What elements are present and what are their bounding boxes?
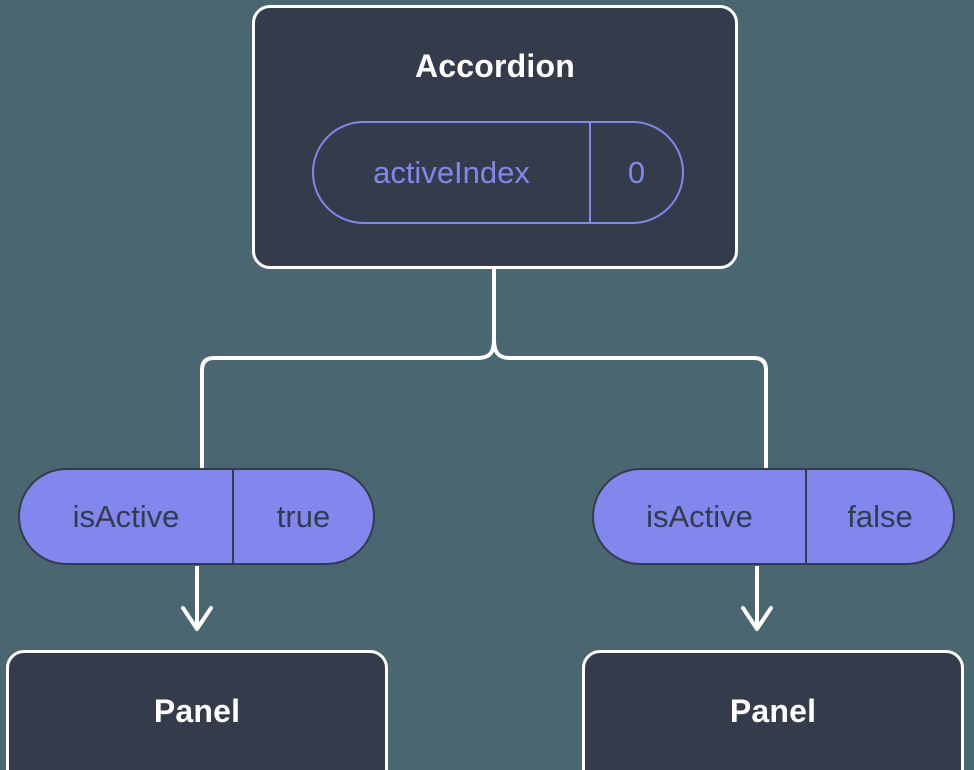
node-accordion-title: Accordion bbox=[414, 48, 576, 84]
prop-pill-key: isActive bbox=[20, 470, 234, 563]
node-panel-right-title: Panel bbox=[729, 693, 817, 729]
node-panel-right[interactable]: Panel bbox=[582, 650, 964, 770]
prop-pill-is-active-true[interactable]: isActive true bbox=[18, 468, 375, 565]
node-panel-left[interactable]: Panel bbox=[6, 650, 388, 770]
arrowhead-right-icon bbox=[741, 606, 773, 631]
prop-pill-is-active-false[interactable]: isActive false bbox=[592, 468, 955, 565]
node-panel-left-title: Panel bbox=[153, 693, 241, 729]
prop-pill-value: true bbox=[276, 498, 331, 534]
state-pill-value: 0 bbox=[627, 154, 646, 190]
state-pill-active-index[interactable]: activeIndex 0 bbox=[312, 121, 684, 224]
prop-pill-key: isActive bbox=[594, 470, 807, 563]
state-pill-key: activeIndex bbox=[314, 123, 591, 222]
arrowhead-left-icon bbox=[181, 606, 213, 631]
connector-root-fork-left bbox=[200, 338, 496, 470]
connector-root-fork bbox=[492, 267, 768, 470]
prop-pill-value: false bbox=[847, 498, 913, 534]
node-accordion[interactable]: Accordion activeIndex 0 bbox=[252, 5, 738, 269]
